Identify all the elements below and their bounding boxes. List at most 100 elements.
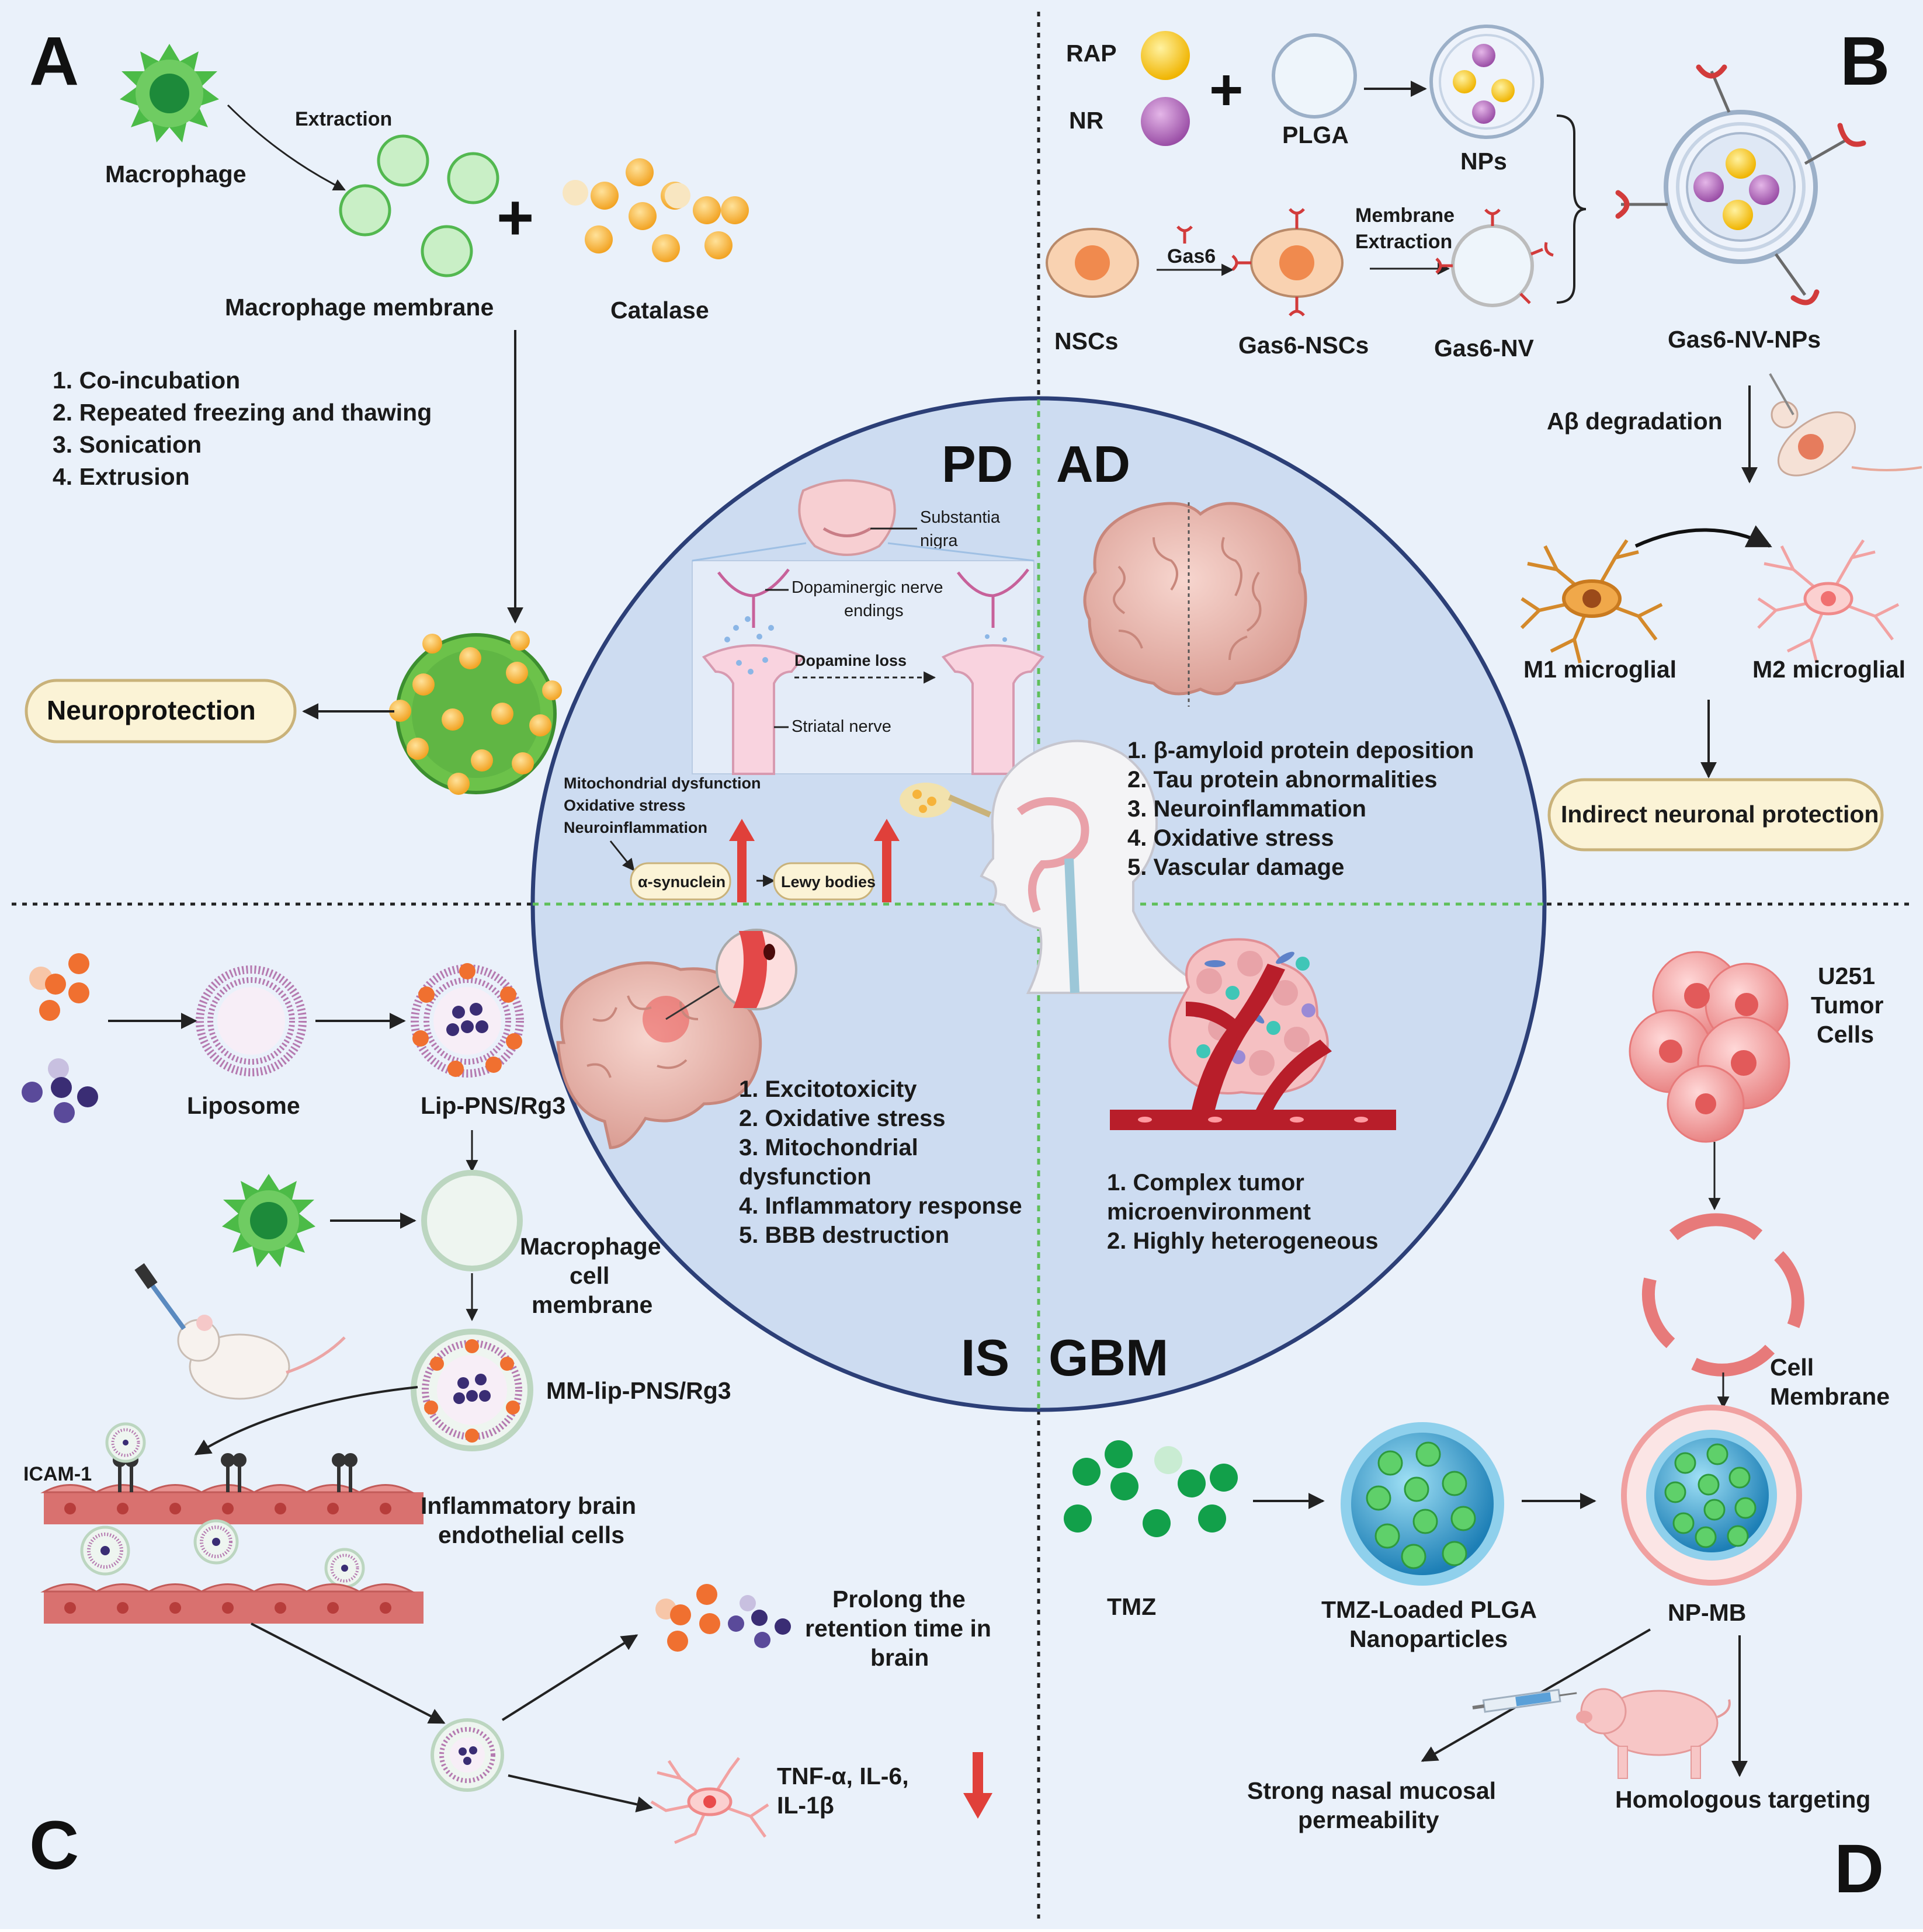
catalase-label: Catalase [610, 297, 709, 324]
extraction-label-b: Extraction [1355, 231, 1452, 253]
gbm-item-1b: microenvironment [1107, 1199, 1311, 1225]
alpha-syn-pill [630, 862, 731, 901]
membrane-fragments [1641, 1213, 1804, 1377]
lewy-label: Lewy bodies [781, 873, 876, 891]
mm-lip-label: MM-lip-PNS/Rg3 [546, 1377, 731, 1404]
prolong-label-1: Prolong the [832, 1586, 966, 1613]
nps-icon [1429, 25, 1544, 139]
ab-degradation-label: Aβ degradation [1547, 408, 1723, 435]
gas6-nv-label: Gas6-NV [1434, 335, 1535, 362]
is-item-2: 2. Oxidative stress [739, 1106, 946, 1131]
m2-label: M2 microglial [1752, 656, 1905, 683]
panel-letter-c: C [29, 1807, 79, 1884]
u251-label-1: U251 [1818, 962, 1875, 989]
np-mb-label: NP-MB [1668, 1599, 1746, 1626]
panel-letter-d: D [1834, 1830, 1884, 1907]
pd-factor-1: Mitochondrial dysfunction [564, 774, 761, 792]
neuroprotection-pill [25, 679, 297, 743]
lewy-pill [773, 862, 874, 901]
m1-label: M1 microglial [1523, 656, 1676, 683]
microglia-c-icon [650, 1757, 769, 1844]
extraction-label: Extraction [295, 108, 392, 130]
nscs-label: NSCs [1054, 328, 1118, 355]
ad-label: AD [1056, 435, 1130, 493]
inset-guide-right [887, 542, 1035, 562]
nasal-label-2: permeability [1298, 1806, 1439, 1833]
dopamine-loss-label: Dopamine loss [794, 652, 907, 669]
blood-vessel-inset-icon [716, 929, 797, 1010]
is-item-5: 5. BBB destruction [739, 1222, 949, 1248]
pd-label: PD [942, 435, 1013, 493]
cell-membrane-label-1: Cell [1770, 1354, 1814, 1381]
extraction-arrow [227, 104, 346, 191]
mouse-dropper-icon [134, 1263, 346, 1400]
arrow-to-carrier [251, 1622, 446, 1724]
neuroprotection-label: Neuroprotection [47, 695, 256, 725]
factors-to-syn-arrow [609, 840, 635, 871]
macrophage-membrane-ring [421, 1170, 523, 1271]
step-3: 3. Sonication [53, 431, 202, 458]
lip-pns-label: Lip-PNS/Rg3 [421, 1092, 565, 1119]
is-label: IS [961, 1329, 1009, 1387]
plus-sign-b: + [1209, 57, 1243, 123]
inset-guide-left [692, 542, 807, 562]
panel-b: RAP NR + PLGA NPs NSCs Gas6 [1046, 25, 1922, 852]
homologous-label: Homologous targeting [1615, 1786, 1870, 1813]
center-pd: PD AD Substantia nigra D [564, 435, 1216, 994]
ad-brain-section-icon [1083, 502, 1307, 707]
gas6-nscs-label: Gas6-NSCs [1238, 332, 1369, 359]
plus-sign-a: + [497, 182, 534, 253]
tmz-plga-label-1: TMZ-Loaded PLGA [1321, 1596, 1537, 1623]
m1-microglia-icon [1520, 539, 1663, 663]
center-ad: 1. β-amyloid protein deposition 2. Tau p… [1083, 502, 1474, 880]
prolong-label-3: brain [870, 1644, 929, 1671]
striatal-label: Striatal nerve [792, 717, 891, 736]
synapse-right-icon [941, 568, 1045, 775]
arrow-to-release [501, 1634, 638, 1721]
icam-label: ICAM-1 [23, 1463, 92, 1485]
gas6-nv-nps-label: Gas6-NV-NPs [1668, 326, 1821, 353]
membrane-vesicles [339, 134, 499, 277]
macrophage-membrane-label: Macrophage membrane [225, 294, 494, 321]
panel-d: U251 Tumor Cells Cell Membrane TMZ [1064, 951, 1890, 1833]
panel-letter-b: B [1840, 23, 1890, 100]
cytokines-label-1: TNF-α, IL-6, [777, 1763, 909, 1789]
drug-rg3-particles [22, 1058, 98, 1123]
u251-label-2: Tumor [1811, 992, 1884, 1019]
nasal-spray-icon [900, 783, 991, 818]
cell-membrane-label-2: Membrane [1770, 1383, 1890, 1410]
is-item-4: 4. Inflammatory response [739, 1193, 1022, 1219]
plga-shell [1272, 33, 1357, 119]
substantia-label-1: Substantia [920, 508, 1001, 527]
panel-c: Liposome Lip-PNS/Rg3 Macrophage cell mem… [22, 953, 992, 1844]
synapse-left-icon [702, 568, 806, 775]
tumor-vessel-icon [1110, 938, 1396, 1130]
dopaminergic-label-1: Dopaminergic nerve [792, 578, 943, 597]
nps-label: NPs [1460, 148, 1507, 175]
ad-item-2: 2. Tau protein abnormalities [1127, 767, 1437, 793]
endothelium-bottom [40, 1583, 424, 1624]
arrow-to-cytokines [508, 1774, 653, 1813]
u251-tumor-cells-icon [1629, 951, 1790, 1143]
is-lesion-pointer [665, 980, 728, 1020]
endothelial-label-1: Inflammatory brain [421, 1492, 636, 1519]
gbm-item-2: 2. Highly heterogeneous [1107, 1228, 1379, 1254]
center-gbm: 1. Complex tumor microenvironment 2. Hig… [1107, 938, 1396, 1254]
rap-particle [1141, 31, 1190, 80]
m1-to-m2-arrow [1634, 525, 1772, 548]
coated-nanoparticle [389, 631, 562, 795]
indirect-protection-pill [1547, 778, 1884, 852]
nasal-label-1: Strong nasal mucosal [1247, 1777, 1496, 1804]
endothelium-top [40, 1422, 424, 1524]
ad-item-5: 5. Vascular damage [1127, 854, 1344, 880]
alpha-syn-up-arrow [729, 819, 755, 902]
np-mb-icon [1621, 1405, 1802, 1586]
ad-item-1: 1. β-amyloid protein deposition [1127, 738, 1474, 763]
mac-cell-membrane-2: cell [570, 1262, 609, 1289]
cytokines-down-arrow [963, 1752, 992, 1819]
liposome-icon [196, 965, 307, 1076]
is-brain-icon [556, 961, 762, 1149]
macrophage-icon-c [222, 1174, 315, 1267]
brain-carrier-icon [431, 1718, 504, 1792]
step-2: 2. Repeated freezing and thawing [53, 399, 432, 426]
